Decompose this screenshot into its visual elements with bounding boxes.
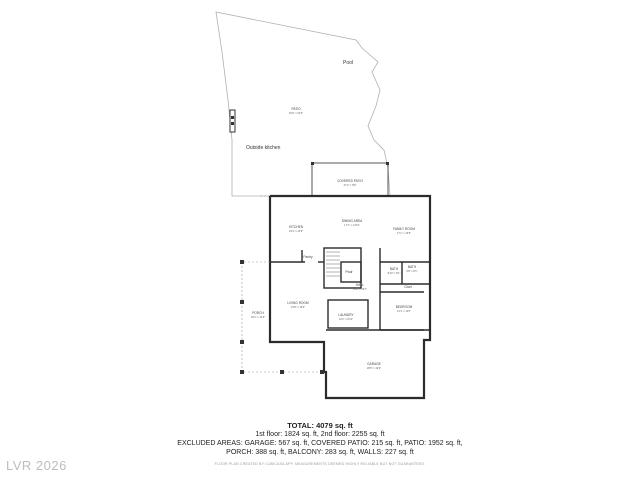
patio-label: PATIO: [291, 107, 301, 111]
patio-outline: [215, 11, 391, 197]
living-room-dimensions: 15'8" x 19'9": [291, 305, 305, 309]
total-prefix: TOTAL:: [287, 421, 317, 430]
family-room-label: FAMILY ROOM: [393, 227, 415, 231]
floor-areas: 1st floor: 1824 sq. ft, 2nd floor: 2255 …: [255, 431, 385, 438]
kitchen-dimensions: 19'4" x 14'9": [289, 229, 303, 233]
bedroom-dimensions: 13'1" x 11'6": [397, 309, 411, 313]
porch: [240, 260, 324, 374]
covered-patio-dimensions: 27'2" x 8'9": [344, 183, 357, 187]
patio-dimensions: 46'6" x 64'6": [289, 111, 303, 115]
porch-label: PORCH: [252, 311, 264, 315]
excluded-areas-line-1: EXCLUDED AREAS: GARAGE: 567 sq. ft, COVE…: [177, 440, 463, 447]
watermark: LVR 2026: [6, 458, 67, 473]
bath-1-dimensions: 8'10" x 8'1": [388, 271, 401, 275]
house-outer-walls: [268, 194, 432, 400]
living-room-label: LIVING ROOM: [287, 301, 309, 305]
pool-label: Pool: [343, 60, 353, 66]
hall-dimensions: 34'9" x 15'7": [353, 287, 367, 291]
bath-1-label: BATH: [390, 267, 399, 271]
laundry-dimensions: 12'2" x 8'10": [339, 317, 353, 321]
kitchen-label: KITCHEN: [289, 225, 304, 229]
total-area: TOTAL: 4079 sq. ft: [0, 421, 640, 430]
garage-dimensions: 28'9" x 19'9": [367, 366, 381, 370]
powder-label: Pwdr: [345, 270, 353, 274]
disclaimer: FLOOR PLAN CREATED BY CUBICASA APP. MEAS…: [214, 462, 426, 466]
total-value: 4079 sq. ft: [316, 421, 353, 430]
bath-2-dimensions: 5'8" x 8'1": [406, 269, 417, 273]
laundry-label: LAUNDRY: [338, 313, 354, 317]
garage-label: GARAGE: [367, 362, 381, 366]
closet-label: Clset: [404, 285, 411, 289]
interior-walls: [270, 247, 430, 331]
covered-patio-label: COVERED PATIO: [337, 179, 363, 183]
staircase: [326, 251, 340, 277]
porch-dimensions: 49'1" x 14'9": [251, 315, 265, 319]
outside-kitchen-counter: [229, 109, 236, 133]
excluded-areas-line-2: PORCH: 388 sq. ft, BALCONY: 283 sq. ft, …: [226, 449, 414, 456]
bath-2-label: BATH: [408, 265, 417, 269]
bedroom-label: BEDROOM: [396, 305, 413, 309]
family-room-dimensions: 17'1" x 16'5": [397, 231, 411, 235]
dining-area-dimensions: 17'1" x 14'10": [344, 223, 360, 227]
dining-area-label: DINING AREA: [342, 219, 363, 223]
pantry-label: Pantry: [303, 255, 313, 259]
hall-label: HALL: [356, 283, 364, 287]
outside-kitchen-label: Outside kitchen: [246, 145, 281, 151]
